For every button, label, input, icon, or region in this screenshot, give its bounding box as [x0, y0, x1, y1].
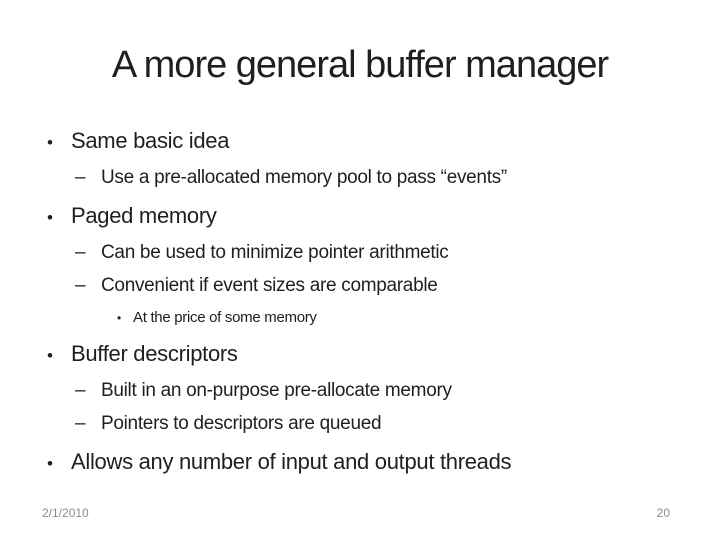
bullet-marker-level2: –: [75, 167, 86, 188]
bullet-marker-level3: •: [117, 311, 121, 325]
bullet-marker-level2: –: [75, 413, 86, 434]
bullet-text: Paged memory: [71, 203, 217, 228]
bullet-marker-level1: •: [47, 454, 53, 473]
bullet-text: Use a pre-allocated memory pool to pass …: [101, 167, 507, 188]
bullet-text: Built in an on-purpose pre-allocate memo…: [101, 380, 452, 401]
page-number: 20: [656, 506, 670, 520]
bullet-item: • Allows any number of input and output …: [0, 449, 720, 477]
bullet-text: Pointers to descriptors are queued: [101, 413, 382, 434]
bullet-text: At the price of some memory: [133, 309, 317, 326]
bullet-item: – Can be used to minimize pointer arithm…: [0, 242, 720, 264]
bullet-item: • At the price of some memory: [0, 309, 720, 327]
bullet-item: • Buffer descriptors: [0, 341, 720, 369]
bullet-marker-level2: –: [75, 275, 86, 296]
bullet-text: Can be used to minimize pointer arithmet…: [101, 242, 449, 263]
bullet-item: – Pointers to descriptors are queued: [0, 413, 720, 435]
bullet-item: – Built in an on-purpose pre-allocate me…: [0, 380, 720, 402]
bullet-marker-level1: •: [47, 346, 53, 365]
bullet-marker-level1: •: [47, 133, 53, 152]
bullet-item: – Convenient if event sizes are comparab…: [0, 275, 720, 297]
bullet-text: Allows any number of input and output th…: [71, 449, 512, 474]
bullet-item: – Use a pre-allocated memory pool to pas…: [0, 167, 720, 189]
bullet-marker-level1: •: [47, 208, 53, 227]
bullet-text: Buffer descriptors: [71, 341, 238, 366]
slide-body: • Same basic idea – Use a pre-allocated …: [0, 128, 720, 477]
bullet-item: • Same basic idea: [0, 128, 720, 156]
footer-date: 2/1/2010: [42, 506, 89, 520]
bullet-marker-level2: –: [75, 380, 86, 401]
bullet-text: Same basic idea: [71, 128, 230, 153]
bullet-item: • Paged memory: [0, 203, 720, 231]
bullet-marker-level2: –: [75, 242, 86, 263]
slide-title: A more general buffer manager: [111, 44, 609, 86]
bullet-text: Convenient if event sizes are comparable: [101, 275, 438, 296]
